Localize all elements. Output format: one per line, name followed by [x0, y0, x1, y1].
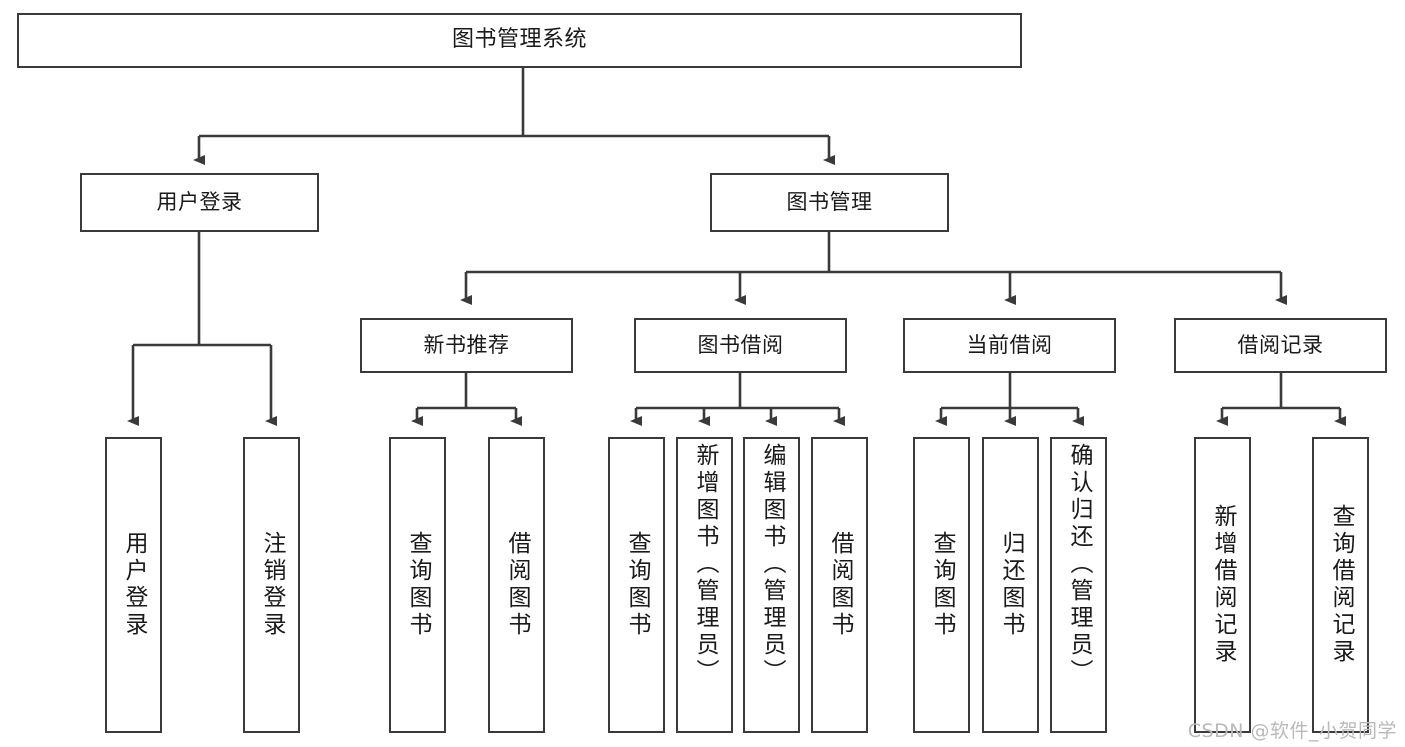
leaf-query-book-3[interactable]: 查询图书 [913, 437, 970, 733]
leaf-query-record[interactable]: 查询借阅记录 [1312, 437, 1369, 733]
leaf-add-record[interactable]: 新增借阅记录 [1194, 437, 1251, 733]
node-root-system-label: 图书管理系统 [451, 27, 587, 53]
leaf-query-book-3-label: 查询图书 [929, 531, 955, 639]
node-borrow-record[interactable]: 借阅记录 [1174, 318, 1387, 373]
leaf-edit-book-label: 编辑图书（管理员） [759, 443, 785, 686]
leaf-add-book[interactable]: 新增图书（管理员） [676, 437, 733, 733]
leaf-borrow-book-1[interactable]: 借阅图书 [488, 437, 545, 733]
leaf-confirm-return-label: 确认归还（管理员） [1066, 443, 1092, 686]
leaf-return-book-label: 归还图书 [998, 531, 1024, 639]
leaf-borrow-book-2-label: 借阅图书 [827, 531, 853, 639]
leaf-return-book[interactable]: 归还图书 [982, 437, 1039, 733]
node-current-borrow[interactable]: 当前借阅 [903, 318, 1116, 373]
leaf-query-book-2-label: 查询图书 [624, 531, 650, 639]
leaf-query-book-1-label: 查询图书 [405, 531, 431, 639]
node-book-management-label: 图书管理 [786, 189, 873, 214]
leaf-borrow-book-2[interactable]: 借阅图书 [811, 437, 868, 733]
node-borrow-record-label: 借阅记录 [1237, 332, 1324, 357]
leaf-logout[interactable]: 注销登录 [243, 437, 300, 733]
node-user-login-label: 用户登录 [156, 189, 243, 214]
node-new-book-recommend[interactable]: 新书推荐 [360, 318, 573, 373]
csdn-watermark: CSDN @软件_小贺同学 [1187, 720, 1397, 742]
node-book-borrow[interactable]: 图书借阅 [634, 318, 847, 373]
node-current-borrow-label: 当前借阅 [966, 332, 1053, 357]
node-root-system[interactable]: 图书管理系统 [17, 13, 1022, 68]
leaf-borrow-book-1-label: 借阅图书 [504, 531, 530, 639]
leaf-query-book-2[interactable]: 查询图书 [608, 437, 665, 733]
leaf-query-book-1[interactable]: 查询图书 [389, 437, 446, 733]
leaf-add-record-label: 新增借阅记录 [1210, 504, 1236, 666]
leaf-add-book-label: 新增图书（管理员） [692, 443, 718, 686]
leaf-user-login[interactable]: 用户登录 [105, 437, 162, 733]
leaf-query-record-label: 查询借阅记录 [1328, 504, 1354, 666]
node-book-borrow-label: 图书借阅 [697, 332, 784, 357]
leaf-edit-book[interactable]: 编辑图书（管理员） [743, 437, 800, 733]
leaf-user-login-label: 用户登录 [121, 531, 147, 639]
node-book-management[interactable]: 图书管理 [710, 173, 949, 232]
leaf-confirm-return[interactable]: 确认归还（管理员） [1050, 437, 1107, 733]
node-new-book-recommend-label: 新书推荐 [423, 332, 510, 357]
leaf-logout-label: 注销登录 [259, 531, 285, 639]
node-user-login[interactable]: 用户登录 [80, 173, 319, 232]
